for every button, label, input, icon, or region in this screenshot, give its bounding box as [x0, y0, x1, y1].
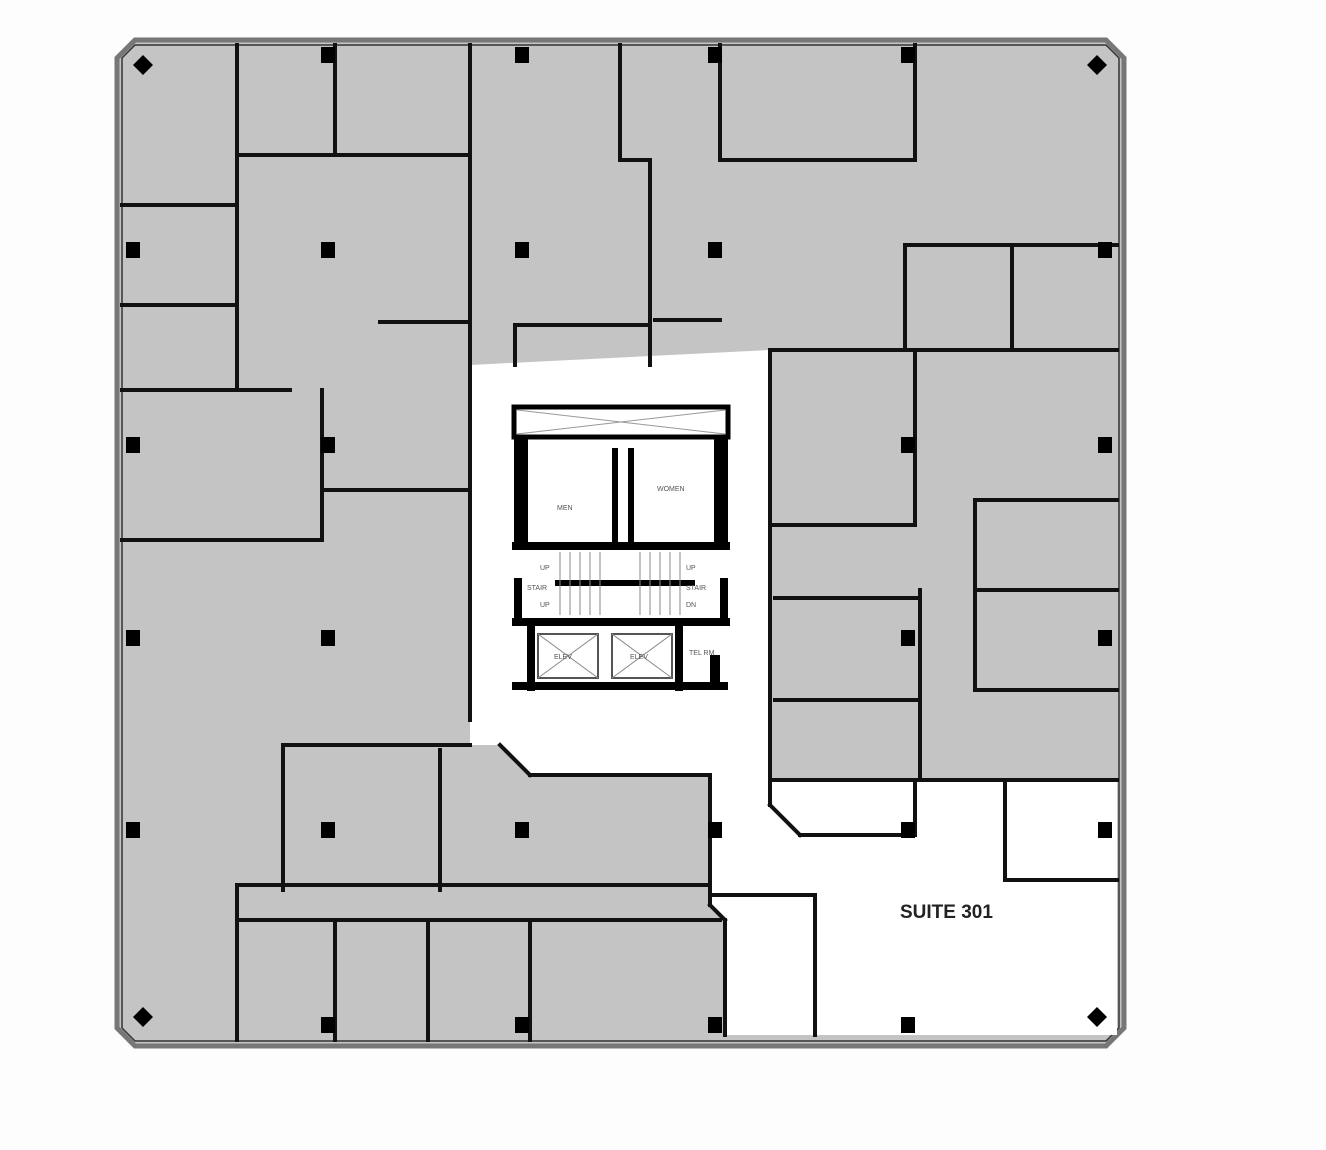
structural-column — [708, 47, 722, 63]
wall — [707, 902, 728, 923]
label-men: MEN — [557, 505, 573, 512]
label-up-1: UP — [540, 565, 550, 572]
label-tel-rm: TEL RM — [689, 650, 715, 657]
structural-column — [515, 47, 529, 63]
suite-301-label: SUITE 301 — [900, 902, 993, 923]
structural-column — [321, 437, 335, 453]
structural-column — [321, 630, 335, 646]
building-core — [470, 350, 770, 775]
structural-column — [515, 1017, 529, 1033]
label-elev-2: ELEV — [630, 654, 648, 661]
label-up-3: UP — [540, 602, 550, 609]
structural-column — [126, 242, 140, 258]
structural-column — [901, 630, 915, 646]
structural-column — [321, 822, 335, 838]
structural-column — [708, 822, 722, 838]
label-elev-1: ELEV — [554, 654, 572, 661]
corner-column — [1087, 55, 1107, 75]
suite-301-area[interactable] — [705, 745, 1117, 1035]
structural-column — [901, 47, 915, 63]
structural-column — [515, 242, 529, 258]
corner-column — [1087, 1007, 1107, 1027]
core-details — [511, 404, 731, 691]
corner-column — [133, 55, 153, 75]
structural-column — [708, 1017, 722, 1033]
wall — [497, 742, 533, 778]
structural-column — [126, 630, 140, 646]
structural-column — [708, 242, 722, 258]
structural-column — [126, 822, 140, 838]
label-stair-right: STAIR — [686, 585, 706, 592]
core-labels: MEN WOMEN UP UP STAIR STAIR UP DN ELEV E… — [527, 486, 715, 661]
columns — [126, 47, 1112, 1033]
label-stair-left: STAIR — [527, 585, 547, 592]
structural-column — [1098, 437, 1112, 453]
structural-column — [1098, 822, 1112, 838]
label-women: WOMEN — [657, 486, 685, 493]
structural-column — [126, 437, 140, 453]
structural-column — [1098, 630, 1112, 646]
corner-column — [133, 1007, 153, 1027]
structural-column — [515, 822, 529, 838]
structural-column — [901, 437, 915, 453]
structural-column — [1098, 242, 1112, 258]
label-dn: DN — [686, 602, 696, 609]
structural-column — [321, 242, 335, 258]
label-up-2: UP — [686, 565, 696, 572]
walls — [120, 43, 1119, 1042]
wall — [767, 802, 803, 838]
structural-column — [901, 1017, 915, 1033]
structural-column — [321, 1017, 335, 1033]
structural-column — [901, 822, 915, 838]
structural-column — [321, 47, 335, 63]
